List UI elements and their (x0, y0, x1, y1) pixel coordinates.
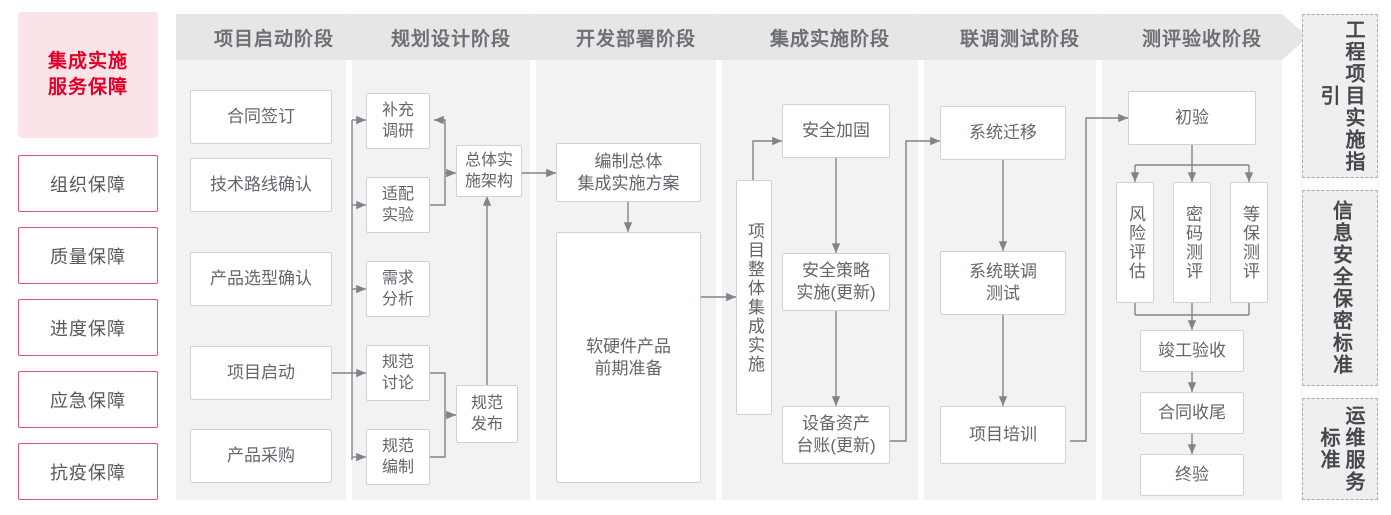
phase-header-4: 集成实施阶段 (716, 14, 944, 60)
guarantee-item-emergency[interactable]: 应急保障 (18, 371, 158, 428)
node-security-hardening[interactable]: 安全加固 (782, 104, 890, 158)
standard-panel-engineering-guide[interactable]: 工程项目实施指引 (1302, 14, 1378, 178)
node-supplementary-research[interactable]: 补充 调研 (366, 93, 430, 149)
guarantee-title-line-1: 集成实施 (47, 51, 128, 72)
phase-header-1: 项目启动阶段 (176, 14, 372, 60)
node-risk-assessment[interactable]: 风险评估 (1116, 182, 1154, 303)
node-security-policy-implementation[interactable]: 安全策略 实施(更新) (782, 253, 890, 311)
standard-panel-om-service-standard[interactable]: 运维服务标准 (1302, 398, 1378, 500)
node-requirement-analysis[interactable]: 需求 分析 (366, 261, 430, 317)
node-spec-discussion[interactable]: 规范 讨论 (366, 345, 430, 401)
node-adaptation-experiment[interactable]: 适配 实验 (366, 177, 430, 233)
node-product-procurement[interactable]: 产品采购 (190, 429, 332, 483)
node-project-training[interactable]: 项目培训 (940, 406, 1066, 464)
standard-panel-om-service-standard-label: 运维服务标准 (1317, 405, 1364, 493)
standard-panel-infosec-standard-label: 信息安全保密标准 (1329, 200, 1352, 376)
node-overall-project-integration[interactable]: 项目整体集成实施 (736, 180, 772, 415)
node-compile-overall-integration-plan[interactable]: 编制总体 集成实施方案 (556, 143, 701, 202)
standard-panel-engineering-guide-label: 工程项目实施指引 (1317, 19, 1364, 173)
guarantee-item-organization[interactable]: 组织保障 (18, 155, 158, 212)
node-product-selection-confirm[interactable]: 产品选型确认 (190, 252, 332, 306)
node-contract-closeout[interactable]: 合同收尾 (1140, 392, 1244, 434)
phase-header-5: 联调测试阶段 (918, 14, 1122, 60)
guarantee-title: 集成实施 服务保障 (18, 12, 158, 138)
node-final-acceptance[interactable]: 终验 (1140, 454, 1244, 496)
node-classified-protection-evaluation[interactable]: 等保测评 (1230, 182, 1268, 303)
node-initial-acceptance[interactable]: 初验 (1128, 91, 1256, 145)
node-equipment-asset-ledger[interactable]: 设备资产 台账(更新) (782, 406, 890, 464)
node-project-kickoff[interactable]: 项目启动 (190, 346, 332, 400)
node-overall-implementation-architecture[interactable]: 总体实 施架构 (456, 145, 522, 197)
phase-header-3: 开发部署阶段 (530, 14, 742, 60)
node-completion-acceptance[interactable]: 竣工验收 (1140, 330, 1244, 372)
node-system-migration[interactable]: 系统迁移 (940, 106, 1066, 160)
guarantee-item-schedule[interactable]: 进度保障 (18, 299, 158, 356)
node-cryptography-evaluation[interactable]: 密码测评 (1173, 182, 1211, 303)
node-tech-route-confirm[interactable]: 技术路线确认 (190, 158, 332, 212)
guarantee-item-quality[interactable]: 质量保障 (18, 227, 158, 284)
node-hw-sw-product-preparation[interactable]: 软硬件产品 前期准备 (556, 232, 701, 483)
node-spec-release[interactable]: 规范 发布 (456, 385, 518, 443)
phase-header-2: 规划设计阶段 (346, 14, 556, 60)
node-contract-signing[interactable]: 合同签订 (190, 90, 332, 144)
node-system-joint-debug-test[interactable]: 系统联调 测试 (940, 251, 1066, 315)
phase-header-6: 测评验收阶段 (1096, 14, 1308, 60)
guarantee-title-line-2: 服务保障 (47, 77, 128, 98)
guarantee-item-epidemic[interactable]: 抗疫保障 (18, 443, 158, 500)
standard-panel-infosec-standard[interactable]: 信息安全保密标准 (1302, 190, 1378, 386)
node-spec-drafting[interactable]: 规范 编制 (366, 429, 430, 485)
